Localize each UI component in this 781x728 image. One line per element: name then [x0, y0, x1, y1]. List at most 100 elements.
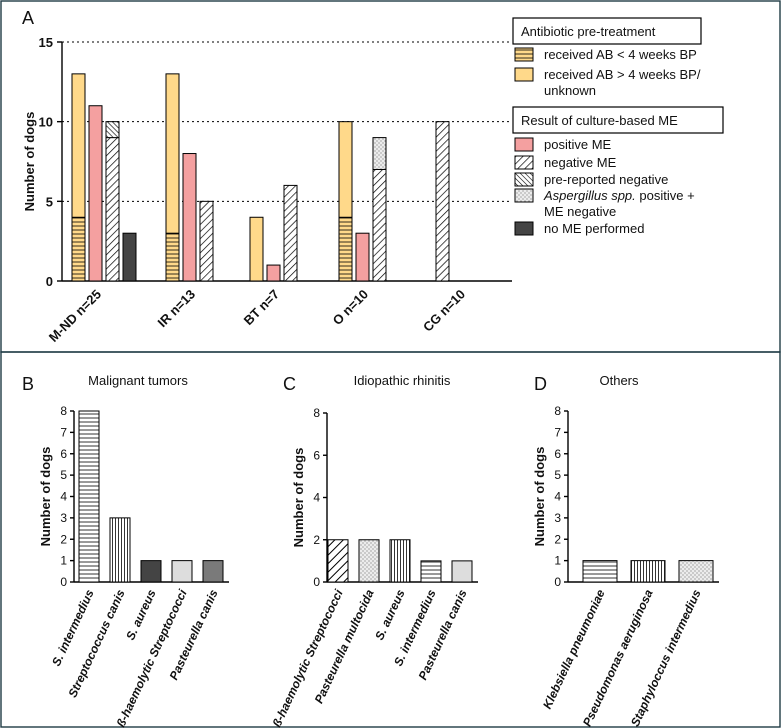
bar-2	[678, 560, 714, 583]
legend-item-label: unknown	[544, 83, 596, 98]
panel-label-a: A	[22, 8, 34, 28]
bar-ab-gt4	[338, 121, 353, 218]
y-tick-label: 3	[60, 511, 67, 525]
x-category-label: M-ND n=25	[46, 287, 104, 345]
bar-1	[109, 517, 131, 583]
y-tick-label: 7	[60, 425, 67, 439]
legend-item-label: no ME performed	[544, 221, 644, 236]
x-category-label: O n=10	[330, 287, 372, 329]
legend-item-label: negative ME	[544, 155, 617, 170]
bar-0	[582, 560, 618, 583]
y-tick-label: 2	[554, 532, 561, 546]
legend-swatch	[514, 188, 534, 203]
legend-item-label: pre-reported negative	[544, 172, 668, 187]
legend-swatch	[514, 67, 534, 82]
legend-item-label: positive ME	[544, 137, 612, 152]
panel-label-d: D	[534, 374, 547, 394]
bar-1	[630, 560, 666, 583]
legend-swatch	[514, 155, 534, 170]
y-tick-label: 4	[60, 490, 67, 504]
y-tick-label: 6	[554, 447, 561, 461]
bar-3	[420, 560, 442, 583]
bar-positive-me	[182, 153, 197, 282]
bar-ab-lt4	[71, 216, 86, 282]
panel-title: Others	[599, 373, 639, 388]
bar-positive-me	[266, 264, 281, 282]
y-tick-label: 6	[60, 447, 67, 461]
legend-swatch	[514, 47, 534, 62]
panel-title: Malignant tumors	[88, 373, 188, 388]
legend-title-box-antibiotic	[512, 17, 702, 45]
panel-label-b: B	[22, 374, 34, 394]
bar-2	[140, 560, 162, 583]
y-tick-label: 5	[60, 468, 67, 482]
bar-pre-reported	[105, 121, 120, 139]
y-tick-label: 0	[60, 575, 67, 589]
legend-item-label: ME negative	[544, 204, 616, 219]
bar-positive-me	[355, 232, 370, 282]
y-tick-label: 0	[313, 575, 320, 589]
x-category-label: S. aureus	[372, 587, 408, 642]
x-category-label: CG n=10	[420, 287, 468, 335]
y-tick-label: 4	[313, 491, 320, 505]
y-tick-label: 8	[313, 406, 320, 420]
panel-label-c: C	[283, 374, 296, 394]
bar-negative-me	[372, 168, 387, 282]
panel-title: Idiopathic rhinitis	[354, 373, 451, 388]
y-tick-label: 8	[554, 404, 561, 418]
y-tick-label: 8	[60, 404, 67, 418]
bar-4	[451, 560, 473, 583]
y-tick-label: 1	[60, 554, 67, 568]
y-tick-label: 1	[554, 554, 561, 568]
bar-negative-me	[199, 200, 214, 282]
y-axis-title: Number of dogs	[532, 447, 547, 547]
bar-1	[358, 539, 380, 583]
bar-negative-me	[105, 137, 120, 282]
bar-ab-gt4	[165, 73, 180, 234]
bar-negative-me	[435, 121, 450, 282]
bar-4	[202, 560, 224, 583]
y-tick-label: 15	[39, 35, 53, 50]
legend-title-antibiotic: Antibiotic pre-treatment	[521, 24, 656, 39]
y-tick-label: 4	[554, 490, 561, 504]
x-category-label: S. aureus	[123, 587, 159, 642]
bar-no-me	[122, 232, 137, 282]
bar-ab-lt4	[165, 232, 180, 282]
y-tick-label: 2	[60, 532, 67, 546]
legend-title-culture: Result of culture-based ME	[521, 113, 678, 128]
bar-3	[171, 560, 193, 583]
legend-swatch	[514, 221, 534, 236]
y-tick-label: 2	[313, 533, 320, 547]
y-tick-label: 5	[46, 194, 53, 209]
y-axis-title: Number of dogs	[38, 447, 53, 547]
bar-0	[78, 410, 100, 583]
x-category-label: IR n=13	[155, 287, 199, 331]
bar-positive-me	[88, 105, 103, 282]
bar-ab-gt4	[249, 216, 264, 282]
y-tick-label: 10	[39, 115, 53, 130]
legend-item-label: received AB < 4 weeks BP	[544, 47, 697, 62]
bar-aspergillus	[372, 137, 387, 170]
legend-item-label: received AB > 4 weeks BP/	[544, 67, 701, 82]
bar-ab-gt4	[71, 73, 86, 218]
legend-item-label: Aspergillus spp. positive +	[543, 188, 695, 203]
y-tick-label: 3	[554, 511, 561, 525]
y-axis-title: Number of dogs	[291, 448, 306, 548]
legend-title-box-culture	[512, 106, 724, 134]
y-tick-label: 5	[554, 468, 561, 482]
x-category-label: Pasteurella multocida	[312, 587, 377, 706]
x-category-label: Streptococcus canis	[65, 587, 127, 700]
bar-ab-lt4	[338, 216, 353, 282]
bar-0	[327, 539, 349, 583]
bar-negative-me	[283, 184, 298, 282]
panel-a-legend: Antibiotic pre-treatment received AB < 4 …	[512, 17, 724, 236]
panel-bcd-frame	[0, 351, 781, 728]
legend-swatch	[514, 137, 534, 152]
y-tick-label: 6	[313, 448, 320, 462]
legend-swatch	[514, 172, 534, 187]
y-tick-label: 0	[554, 575, 561, 589]
x-category-label: BT n=7	[241, 287, 283, 329]
